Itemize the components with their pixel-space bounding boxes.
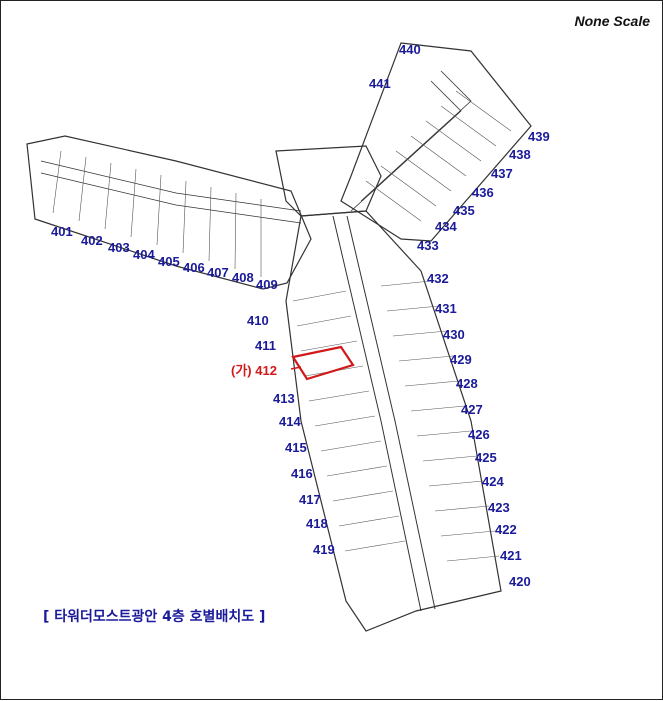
unit-label-425: 425: [475, 450, 497, 465]
highlight-leader-line: [290, 366, 302, 370]
unit-label-440: 440: [399, 42, 421, 57]
unit-label-435: 435: [453, 203, 475, 218]
unit-label-405: 405: [158, 254, 180, 269]
highlight-prefix: (가): [231, 363, 252, 378]
unit-label-407: 407: [207, 265, 229, 280]
plan-caption: [ 타워더모스트광안 4층 호별배치도 ]: [43, 609, 266, 625]
unit-label-433: 433: [417, 238, 439, 253]
unit-label-417: 417: [299, 492, 321, 507]
unit-label-434: 434: [435, 219, 457, 234]
unit-label-414: 414: [279, 414, 301, 429]
unit-label-438: 438: [509, 147, 531, 162]
unit-label-413: 413: [273, 391, 295, 406]
unit-label-404: 404: [133, 247, 155, 262]
unit-label-419: 419: [313, 542, 335, 557]
central-core-outline: [275, 145, 382, 217]
unit-label-408: 408: [232, 270, 254, 285]
highlight-unit-number: 412: [255, 363, 277, 378]
unit-label-401: 401: [51, 224, 73, 239]
unit-label-416: 416: [291, 466, 313, 481]
unit-label-436: 436: [472, 185, 494, 200]
unit-label-412-highlight: (가) 412: [231, 364, 277, 377]
unit-label-424: 424: [482, 474, 504, 489]
right-wing-corridor: [360, 70, 472, 202]
unit-partitions: [52, 90, 512, 562]
unit-label-427: 427: [461, 402, 483, 417]
unit-label-406: 406: [183, 260, 205, 275]
main-wing-outline: [285, 210, 502, 632]
unit-label-437: 437: [491, 166, 513, 181]
unit-label-441: 441: [369, 76, 391, 91]
unit-label-410: 410: [247, 313, 269, 328]
unit-label-432: 432: [427, 271, 449, 286]
unit-label-403: 403: [108, 240, 130, 255]
unit-label-415: 415: [285, 440, 307, 455]
left-wing-outline: [26, 135, 312, 290]
unit-label-409: 409: [256, 277, 278, 292]
unit-label-431: 431: [435, 301, 457, 316]
unit-label-430: 430: [443, 327, 465, 342]
right-wing-outline: [340, 42, 532, 242]
scale-note: None Scale: [574, 13, 650, 29]
highlight-unit-412-outline: [291, 345, 355, 381]
unit-label-422: 422: [495, 522, 517, 537]
unit-label-428: 428: [456, 376, 478, 391]
unit-label-402: 402: [81, 233, 103, 248]
unit-label-420: 420: [509, 574, 531, 589]
unit-label-426: 426: [468, 427, 490, 442]
left-wing-corridor: [40, 160, 302, 212]
unit-label-423: 423: [488, 500, 510, 515]
unit-label-421: 421: [500, 548, 522, 563]
unit-label-429: 429: [450, 352, 472, 367]
unit-label-439: 439: [528, 129, 550, 144]
main-wing-corridor: [332, 215, 422, 612]
unit-label-411: 411: [255, 338, 276, 353]
unit-label-418: 418: [306, 516, 328, 531]
